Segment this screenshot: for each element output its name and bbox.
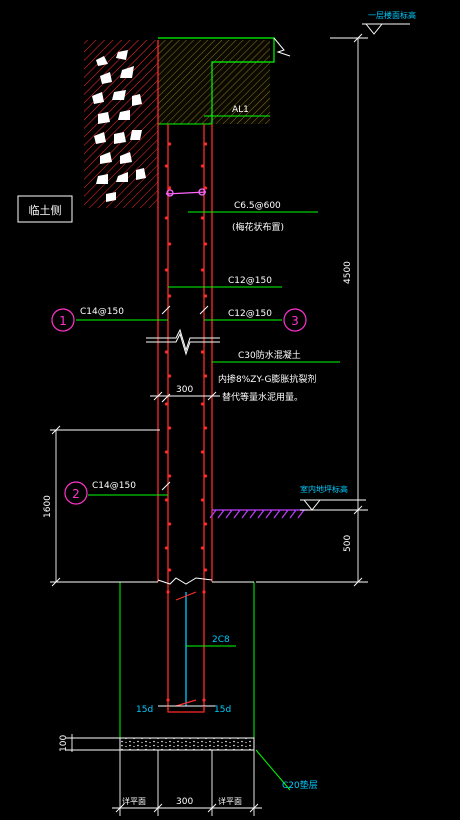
- wall-outline: [157, 40, 213, 710]
- callout-2: 2: [64, 481, 88, 505]
- rebar-dot: [164, 546, 169, 550]
- label-dim1600: 1600: [43, 495, 53, 518]
- indoor-ground: [209, 509, 308, 519]
- rebar-dot: [167, 242, 172, 246]
- rebar-dot: [167, 142, 172, 146]
- label-15d-b: 15d: [214, 705, 231, 715]
- rebar-dots: [164, 142, 208, 572]
- callout-1: 1: [51, 308, 75, 332]
- rebar-dot: [167, 522, 172, 526]
- rebar-dot: [200, 164, 205, 168]
- label-2c8: 2C8: [212, 635, 230, 645]
- rebar-dot: [203, 142, 208, 146]
- label-dim4500: 4500: [343, 261, 353, 284]
- label-subgrade-b: 详平面: [218, 796, 242, 806]
- label-c12b: C12@150: [228, 309, 272, 319]
- soil-mass: [84, 40, 158, 208]
- label-c20: C20垫层: [282, 779, 318, 791]
- rebar-dot: [164, 216, 169, 220]
- svg-text:2: 2: [72, 487, 80, 501]
- c20-cushion: [119, 737, 255, 751]
- ground-hatch-tick: [241, 509, 249, 519]
- rebar-dot: [167, 186, 172, 190]
- label-c30: C30防水混凝土: [238, 349, 301, 361]
- label-top-elev: 一层楼面标高: [368, 10, 416, 20]
- label-admix: 内掺8%ZY-G膨胀抗裂剂: [218, 373, 316, 385]
- ground-hatch-tick: [257, 509, 265, 519]
- soil-side-tag: 临土侧: [17, 195, 73, 223]
- label-c14b: C14@150: [92, 481, 136, 491]
- foundation: [119, 577, 255, 739]
- soil-stones: [92, 50, 146, 202]
- rebar-dot: [200, 498, 205, 502]
- rebar-dot: [164, 402, 169, 406]
- rebar-dot: [203, 426, 208, 430]
- label-al1: AL1: [232, 105, 249, 115]
- rebar-dot: [200, 450, 205, 454]
- ground-hatch-tick: [249, 509, 257, 519]
- rebar-dot: [167, 294, 172, 298]
- rebar-dot: [203, 294, 208, 298]
- annotation-text: AL1 C6.5@600 (梅花状布置) C12@150 C14@150 C12…: [43, 10, 416, 807]
- label-indoor-elev: 室内地坪标高: [300, 484, 348, 494]
- svg-text:临土侧: 临土侧: [29, 203, 62, 217]
- svg-text:3: 3: [291, 314, 299, 328]
- rebar-dot: [167, 374, 172, 378]
- callout-3: 3: [283, 308, 307, 332]
- ground-hatch-tick: [273, 509, 281, 519]
- ground-hatch-tick: [225, 509, 233, 519]
- rebar-dot: [200, 268, 205, 272]
- rebar-dot: [164, 268, 169, 272]
- rebar-dot: [203, 522, 208, 526]
- dimension-lines: [50, 33, 368, 816]
- rebar-dot: [203, 186, 208, 190]
- ground-hatch-tick: [289, 509, 297, 519]
- rebar-dot: [200, 350, 205, 354]
- rebar-dot: [200, 402, 205, 406]
- rebar-dot: [200, 546, 205, 550]
- label-c12a: C12@150: [228, 276, 272, 286]
- rebar-dot: [200, 216, 205, 220]
- top-beam: [158, 37, 291, 125]
- rebar-dot: [167, 474, 172, 478]
- rebar-dot: [203, 568, 208, 572]
- tie-markers: [161, 305, 209, 491]
- label-dim300a: 300: [176, 385, 193, 395]
- leader-lines: [76, 115, 340, 791]
- ground-hatch-tick: [281, 509, 289, 519]
- ground-hatch-tick: [297, 509, 305, 519]
- label-dim100: 100: [59, 735, 69, 752]
- ground-hatch-tick: [209, 509, 217, 519]
- label-c14a: C14@150: [80, 307, 124, 317]
- stirrup-tie: [165, 188, 207, 197]
- ground-hatch-tick: [233, 509, 241, 519]
- label-c65: C6.5@600: [234, 201, 281, 211]
- label-dim300b: 300: [176, 797, 193, 807]
- rebar-dot: [167, 568, 172, 572]
- label-subgrade-a: 详平面: [122, 796, 146, 806]
- label-plum: (梅花状布置): [232, 221, 284, 233]
- break-line: [146, 328, 220, 356]
- rebar-dot: [167, 426, 172, 430]
- rebar-dot: [164, 164, 169, 168]
- rebar-dot: [203, 374, 208, 378]
- rebar-dot: [164, 498, 169, 502]
- rebar-dot: [164, 350, 169, 354]
- ground-hatch-tick: [265, 509, 273, 519]
- rebar-dot: [164, 450, 169, 454]
- ground-hatch-tick: [217, 509, 225, 519]
- svg-text:1: 1: [59, 314, 67, 328]
- rebar-dot: [203, 242, 208, 246]
- label-15d-a: 15d: [136, 705, 153, 715]
- label-admix2: 替代等量水泥用量。: [222, 391, 303, 403]
- label-dim500: 500: [343, 535, 353, 552]
- rebar-dot: [203, 474, 208, 478]
- elevation-markers: [300, 23, 410, 511]
